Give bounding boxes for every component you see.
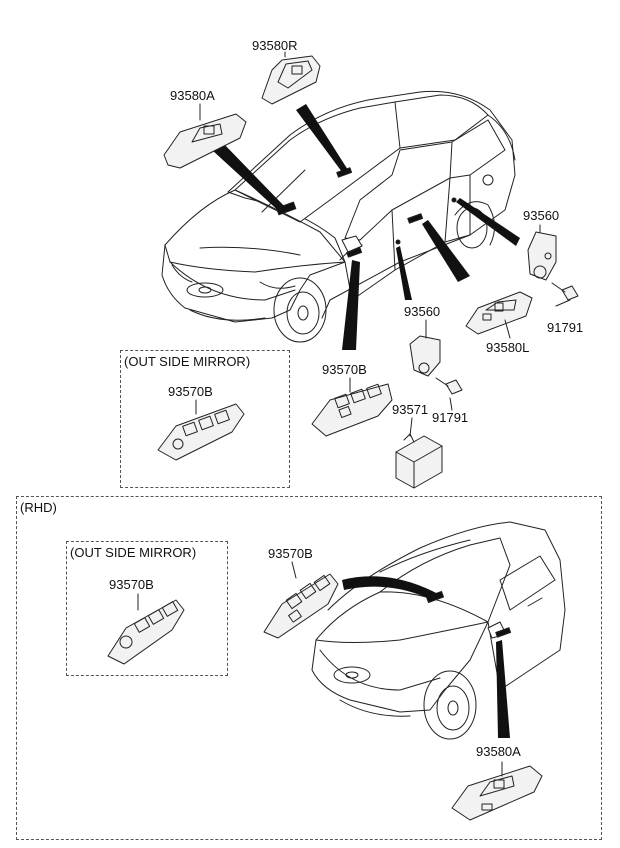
- part-93570B-mirror-switch-top: [157, 399, 245, 461]
- pointer-wedges-rhd: [342, 576, 510, 738]
- part-93570B-master-switch-rhd: [263, 561, 339, 639]
- part-93571-module: [395, 417, 443, 489]
- part-93560-actuator-right: [527, 224, 557, 281]
- label-93570B-main: 93570B: [322, 362, 367, 377]
- label-93570B-mirror-top: 93570B: [168, 384, 213, 399]
- out-side-mirror-box-rhd: [66, 541, 228, 676]
- part-91791-screw-right: [551, 282, 579, 307]
- label-93571: 93571: [392, 402, 429, 417]
- out-side-mirror-box-top: [120, 350, 290, 488]
- part-93580R-switch: [261, 51, 321, 105]
- label-91791-mid: 91791: [432, 410, 469, 425]
- label-93570B-mirror-rhd: 93570B: [109, 577, 154, 592]
- label-93580A-top: 93580A: [170, 88, 215, 103]
- label-91791-right: 91791: [547, 320, 584, 335]
- caption-out-side-mirror-top: (OUT SIDE MIRROR): [124, 354, 251, 369]
- pointer-wedges-top: [212, 104, 520, 350]
- part-93570B-master-switch-main: [311, 377, 393, 437]
- part-93580A-switch-top: [163, 103, 247, 169]
- part-93580A-switch-rhd: [451, 761, 543, 821]
- rhd-box: [16, 496, 602, 840]
- label-93580R: 93580R: [252, 38, 298, 53]
- caption-out-side-mirror-rhd: (OUT SIDE MIRROR): [70, 545, 197, 560]
- label-93580L: 93580L: [486, 340, 530, 355]
- label-93560-right: 93560: [523, 208, 560, 223]
- sedan-illustration-rhd: [311, 521, 566, 740]
- part-93580L-switch: [465, 291, 533, 339]
- label-93570B-rhd: 93570B: [268, 546, 313, 561]
- part-93570B-mirror-switch-rhd: [107, 593, 185, 665]
- part-93560-actuator-mid: [409, 319, 441, 377]
- caption-rhd: (RHD): [20, 500, 57, 515]
- label-93580A-rhd: 93580A: [476, 744, 521, 759]
- label-93560-mid: 93560: [404, 304, 441, 319]
- part-91791-screw-mid: [435, 377, 463, 411]
